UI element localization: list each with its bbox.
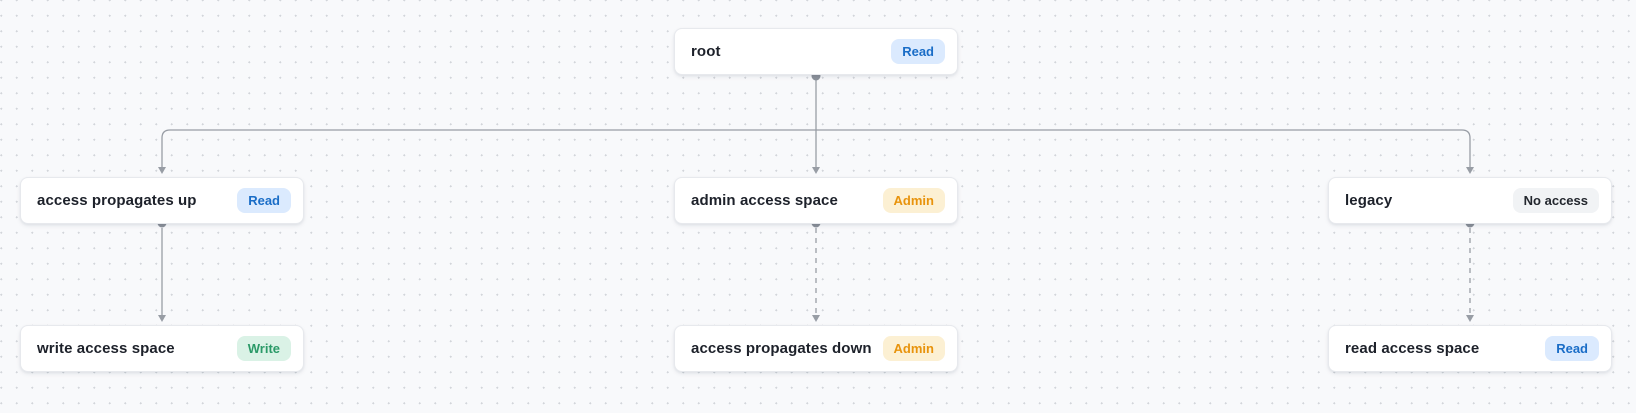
node-access-propagates-down[interactable]: access propagates down Admin [674,325,958,372]
access-badge: Read [1545,336,1599,361]
access-badge: Read [237,188,291,213]
node-label: write access space [37,340,175,357]
edge-root-to-access-propagates-up[interactable] [161,129,816,170]
node-label: read access space [1345,340,1480,357]
access-badge: Write [236,336,291,361]
node-label: root [691,43,721,60]
arrowhead-icon [1466,315,1474,322]
arrowhead-icon [1466,167,1474,174]
node-label: admin access space [691,192,838,209]
arrowhead-icon [812,167,820,174]
node-admin-access-space[interactable]: admin access space Admin [674,177,958,224]
node-legacy[interactable]: legacy No access [1328,177,1612,224]
access-badge: Read [891,39,945,64]
arrowhead-icon [158,315,166,322]
arrowhead-icon [812,315,820,322]
node-label: access propagates down [691,340,872,357]
edge-root-to-legacy[interactable] [816,129,1471,170]
arrowhead-icon [158,167,166,174]
node-label: access propagates up [37,192,197,209]
node-write-access-space[interactable]: write access space Write [20,325,304,372]
access-badge: Admin [882,188,945,213]
node-root[interactable]: root Read [674,28,958,75]
access-badge: Admin [882,336,945,361]
node-label: legacy [1345,192,1393,209]
node-read-access-space[interactable]: read access space Read [1328,325,1612,372]
access-badge: No access [1512,188,1599,213]
node-access-propagates-up[interactable]: access propagates up Read [20,177,304,224]
